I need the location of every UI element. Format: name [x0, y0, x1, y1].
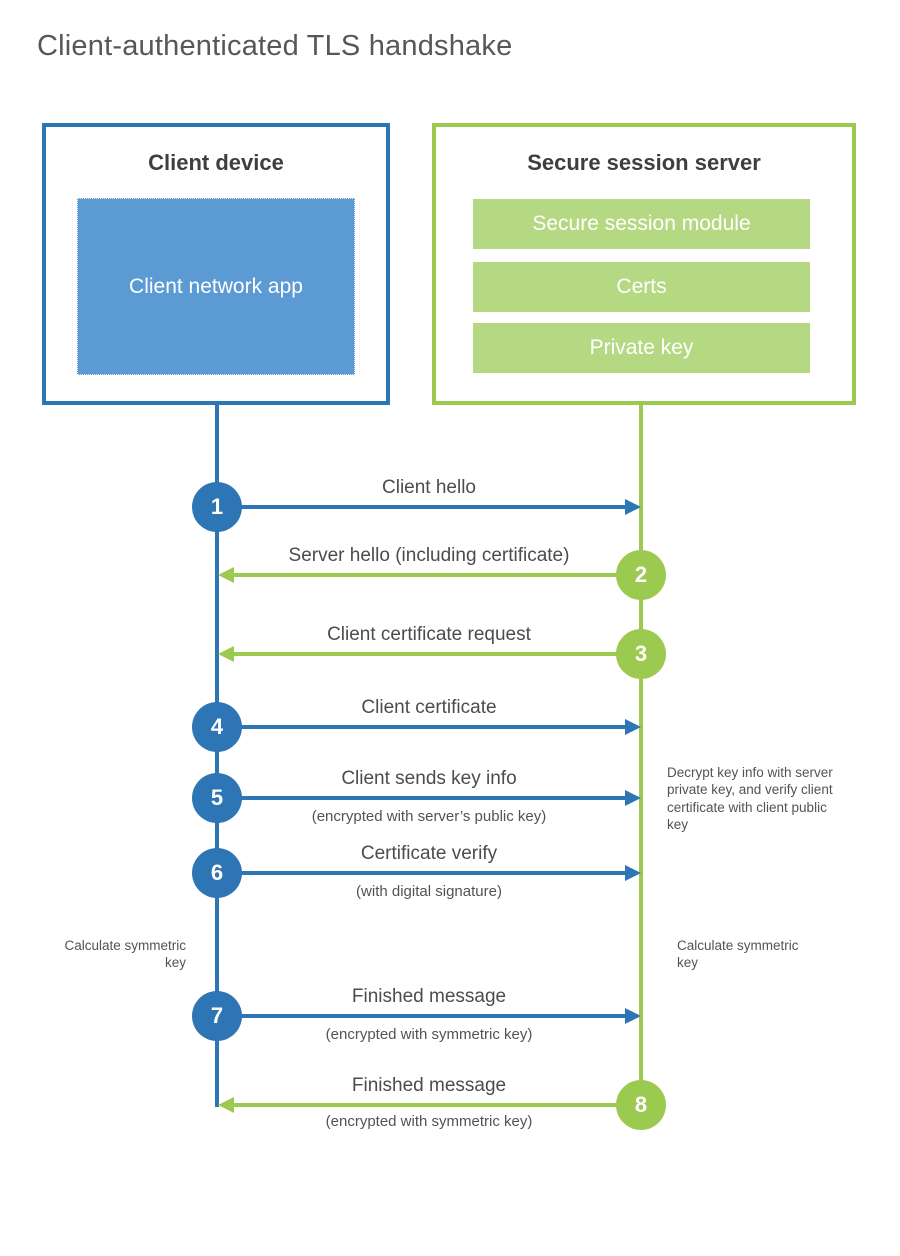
server-lifeline [639, 405, 643, 1105]
private-key-bar: Private key [473, 323, 810, 373]
step-number-badge: 3 [616, 629, 666, 679]
message-label: Certificate verify [360, 843, 498, 864]
message-label: Client hello [382, 477, 476, 498]
step-number-badge: 6 [192, 848, 242, 898]
message-sublabel: (with digital signature) [356, 883, 502, 900]
message-label: Finished message [351, 986, 507, 1007]
client-device-box: Client device Client network app [42, 123, 390, 405]
step-number-badge: 2 [616, 550, 666, 600]
arrow-left-icon [218, 646, 234, 662]
message-label: Server hello (including certificate) [288, 545, 570, 566]
private-key-label: Private key [589, 336, 694, 359]
client-device-title: Client device [148, 150, 284, 175]
message-arrow-line [217, 505, 625, 509]
step-number-badge: 8 [616, 1080, 666, 1130]
message-label: Finished message [351, 1075, 507, 1096]
message-label: Client sends key info [341, 768, 517, 789]
certs-label: Certs [616, 275, 667, 298]
client-network-app-box: Client network app [77, 198, 355, 375]
step-number-badge: 5 [192, 773, 242, 823]
message-arrow-line [217, 796, 625, 800]
message-sublabel: (encrypted with symmetric key) [325, 1026, 533, 1043]
client-lifeline [215, 405, 219, 1107]
message-arrow-line [233, 1103, 641, 1107]
server-title: Secure session server [527, 150, 761, 175]
page-title: Client-authenticated TLS handshake [37, 30, 513, 62]
arrow-right-icon [625, 865, 641, 881]
message-arrow-line [217, 725, 625, 729]
message-label: Client certificate request [327, 624, 531, 645]
decrypt-note: Decrypt key info with server private key… [667, 765, 833, 832]
message-arrow-line [233, 652, 641, 656]
server-box: Secure session server Secure session mod… [432, 123, 856, 405]
message-arrow-line [233, 573, 641, 577]
secure-session-module-bar: Secure session module [473, 199, 810, 249]
secure-session-module-label: Secure session module [532, 212, 751, 235]
calculate-symmetric-key-left-note: Calculate symmetric key [64, 938, 186, 971]
step-number-badge: 1 [192, 482, 242, 532]
arrow-right-icon [625, 499, 641, 515]
arrow-left-icon [218, 1097, 234, 1113]
client-network-app-label: Client network app [129, 274, 303, 298]
certs-bar: Certs [473, 262, 810, 312]
step-number-badge: 7 [192, 991, 242, 1041]
message-arrow-line [217, 1014, 625, 1018]
step-number-badge: 4 [192, 702, 242, 752]
message-label: Client certificate [361, 697, 497, 718]
arrow-left-icon [218, 567, 234, 583]
arrow-right-icon [625, 1008, 641, 1024]
calculate-symmetric-key-right-note: Calculate symmetric key [677, 938, 799, 971]
message-sublabel: (encrypted with symmetric key) [325, 1113, 533, 1130]
message-arrow-line [217, 871, 625, 875]
arrow-right-icon [625, 790, 641, 806]
arrow-right-icon [625, 719, 641, 735]
message-sublabel: (encrypted with server’s public key) [311, 808, 547, 825]
